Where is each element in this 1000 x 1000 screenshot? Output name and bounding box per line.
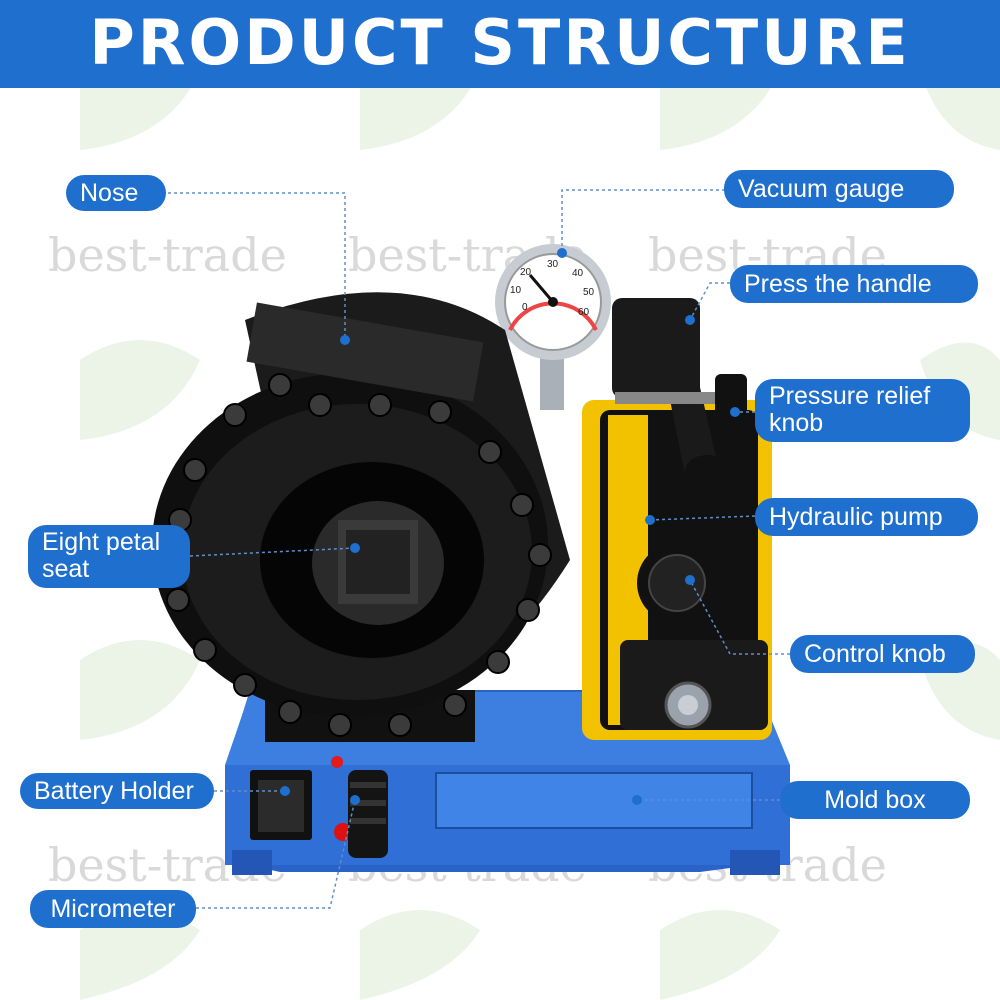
label-pressure-relief-line1: Pressure relief: [769, 382, 931, 410]
vacuum-gauge: [495, 244, 611, 410]
gauge-tick-label: 60: [578, 307, 590, 318]
label-eight-petal-line2: seat: [42, 555, 90, 583]
micrometer-knob: [348, 770, 388, 858]
label-eight-petal-line1: Eight petal: [42, 528, 161, 556]
gauge-tick-label: 10: [510, 285, 522, 296]
label-micrometer-text: Micrometer: [50, 894, 176, 923]
label-nose: Nose: [66, 175, 166, 211]
label-hydraulic-pump-text: Hydraulic pump: [769, 502, 943, 531]
label-vacuum-gauge-text: Vacuum gauge: [738, 174, 905, 203]
label-micrometer: Micrometer: [30, 890, 196, 928]
label-control-knob-text: Control knob: [804, 639, 946, 668]
label-pressure-relief-line2: knob: [769, 409, 824, 437]
watermark-text: best-trade: [48, 228, 287, 282]
gauge-tick-label: 40: [572, 268, 584, 279]
gauge-tick-label: 20: [520, 267, 532, 278]
label-battery-holder-text: Battery Holder: [34, 776, 194, 805]
gauge-tick-label: 50: [583, 287, 595, 298]
label-hydraulic-pump: Hydraulic pump: [755, 498, 978, 536]
gauge-tick-label: 0: [522, 302, 528, 313]
label-eight-petal-seat: Eight petal seat: [28, 525, 190, 588]
label-nose-text: Nose: [80, 178, 139, 207]
label-vacuum-gauge: Vacuum gauge: [724, 170, 954, 208]
press-handle: [612, 298, 738, 555]
label-press-handle-text: Press the handle: [744, 269, 932, 298]
head-bolts: [166, 373, 552, 737]
label-pressure-relief-knob: Pressure relief knob: [755, 379, 970, 442]
nose-plate: [246, 302, 484, 402]
label-mold-box: Mold box: [780, 781, 970, 819]
page-title: PRODUCT STRUCTURE: [89, 6, 911, 79]
header-banner: PRODUCT STRUCTURE: [0, 0, 1000, 88]
label-press-handle: Press the handle: [730, 265, 978, 303]
gauge-tick-label: 30: [547, 259, 559, 270]
label-mold-box-text: Mold box: [824, 785, 926, 814]
label-battery-holder: Battery Holder: [20, 773, 214, 809]
label-control-knob: Control knob: [790, 635, 975, 673]
